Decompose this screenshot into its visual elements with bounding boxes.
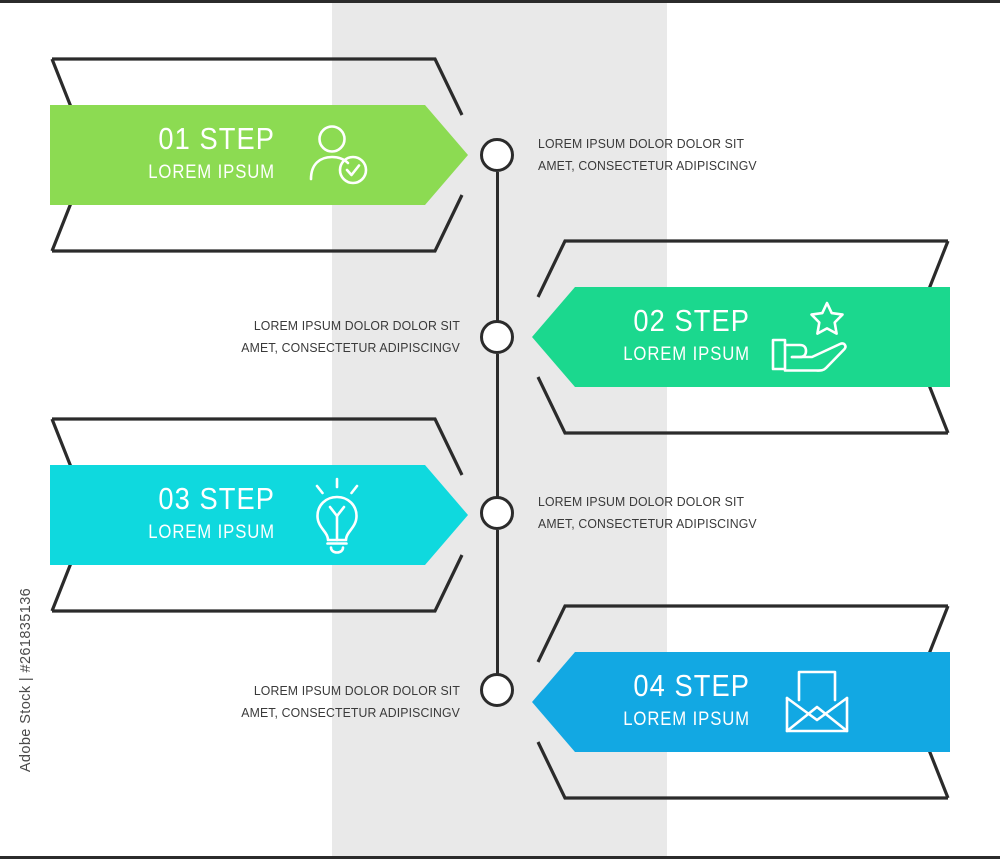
step-01-color-band <box>50 105 468 205</box>
step-02-title: 02 STEP <box>633 303 750 338</box>
bottom-edge-rule <box>0 856 1000 859</box>
timeline-node-4[interactable] <box>480 673 514 707</box>
envelope-open-icon <box>785 670 849 734</box>
timeline-node-1[interactable] <box>480 138 514 172</box>
step-04-subtitle: LOREM IPSUM <box>623 709 750 730</box>
stock-watermark-id: Adobe Stock | #261835136 <box>18 587 34 773</box>
step-03-color-band <box>50 465 468 565</box>
step-03-subtitle: LOREM IPSUM <box>148 522 275 543</box>
top-edge-rule <box>0 0 1000 3</box>
step-02-subtitle: LOREM IPSUM <box>623 344 750 365</box>
step-04-description: LOREM IPSUM DOLOR DOLOR SIT AMET, CONSEC… <box>241 683 460 720</box>
step-01-description: LOREM IPSUM DOLOR DOLOR SIT AMET, CONSEC… <box>538 136 757 173</box>
step-row-01[interactable]: 01 STEP LOREM IPSUM <box>0 55 1000 255</box>
user-check-icon <box>303 122 371 190</box>
step-01-text-block: 01 STEP LOREM IPSUM <box>0 123 275 182</box>
step-04-title: 04 STEP <box>633 668 750 703</box>
lightbulb-icon <box>305 475 369 555</box>
step-02-text-block: 02 STEP LOREM IPSUM <box>475 305 750 364</box>
step-04-text-block: 04 STEP LOREM IPSUM <box>475 670 750 729</box>
step-row-03[interactable]: 03 STEP LOREM IPSUM <box>0 415 1000 615</box>
step-row-04[interactable]: 04 STEP LOREM IPSUM <box>0 602 1000 802</box>
step-03-title: 03 STEP <box>158 481 275 516</box>
step-row-02[interactable]: 02 STEP LOREM IPSUM <box>0 237 1000 437</box>
hand-star-icon <box>770 300 848 376</box>
timeline-node-3[interactable] <box>480 496 514 530</box>
timeline-segment-3 <box>496 530 499 691</box>
timeline-segment-2 <box>496 354 499 512</box>
step-01-title: 01 STEP <box>158 121 275 156</box>
step-02-description: LOREM IPSUM DOLOR DOLOR SIT AMET, CONSEC… <box>241 318 460 355</box>
timeline-segment-1 <box>496 172 499 336</box>
step-01-subtitle: LOREM IPSUM <box>148 162 275 183</box>
step-03-description: LOREM IPSUM DOLOR DOLOR SIT AMET, CONSEC… <box>538 494 757 531</box>
step-03-text-block: 03 STEP LOREM IPSUM <box>0 483 275 542</box>
step-04-color-band <box>532 652 950 752</box>
timeline-node-2[interactable] <box>480 320 514 354</box>
step-02-color-band <box>532 287 950 387</box>
